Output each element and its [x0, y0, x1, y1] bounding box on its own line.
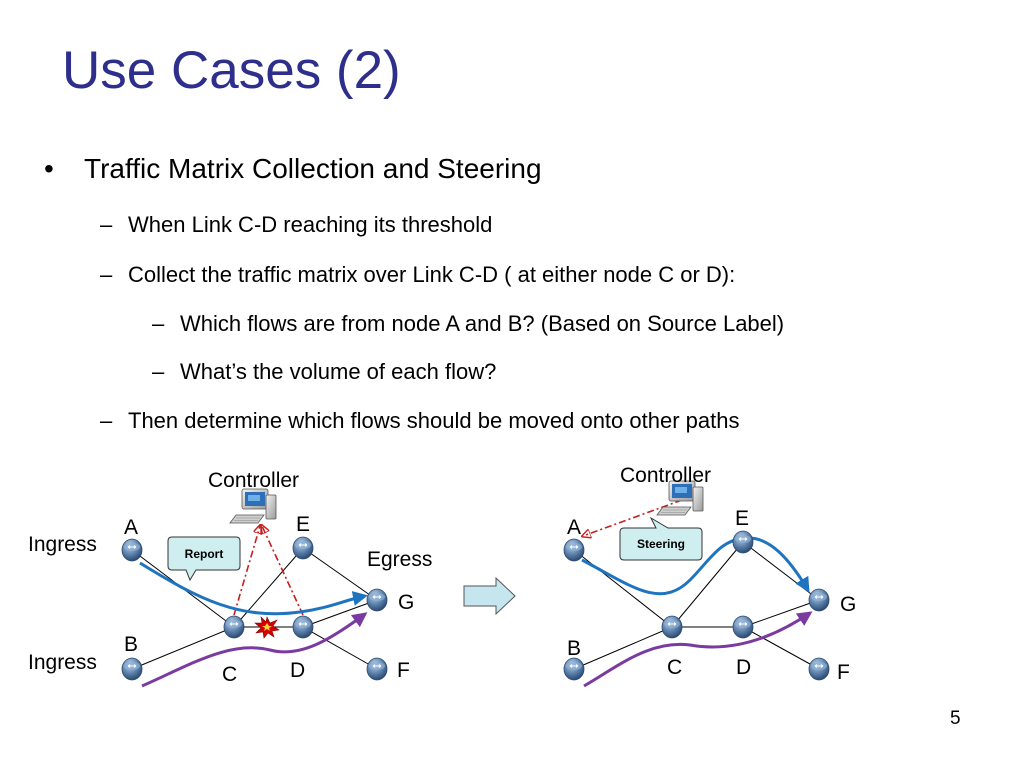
slide-title: Use Cases (2): [62, 41, 401, 100]
left-egress-label: Egress: [367, 548, 432, 571]
bullet-sub1: –When Link C-D reaching its threshold: [100, 212, 492, 238]
router-icon: [732, 530, 754, 554]
router-icon: [563, 538, 585, 562]
bullet-sub2-text: Collect the traffic matrix over Link C-D…: [128, 262, 736, 287]
bullet-sub2a-text: Which flows are from node A and B? (Base…: [180, 311, 785, 336]
right-node-f-label: F: [837, 661, 850, 684]
left-node-g-label: G: [398, 591, 414, 614]
report-label: Report: [185, 547, 224, 561]
report-callout: Report: [167, 536, 241, 582]
left-node-d-label: D: [290, 659, 305, 682]
right-node-d-label: D: [736, 656, 751, 679]
dash-mark: –: [100, 212, 113, 237]
dash-mark: –: [100, 262, 113, 287]
router-icon: [661, 615, 683, 639]
left-node-c-label: C: [222, 663, 237, 686]
router-icon: [292, 615, 314, 639]
left-report-path-d: [262, 526, 304, 616]
arrow-right-icon: [463, 576, 516, 616]
bullet-sub2: –Collect the traffic matrix over Link C-…: [100, 262, 735, 288]
explosion-icon: [254, 616, 280, 639]
left-flow-purple: [141, 612, 368, 688]
bullet-sub2a: –Which flows are from node A and B? (Bas…: [152, 311, 784, 337]
router-icon: [732, 615, 754, 639]
bullet-sub1-text: When Link C-D reaching its threshold: [128, 212, 493, 237]
right-flow-blue: [581, 536, 810, 596]
steering-label: Steering: [637, 537, 685, 551]
left-ingress-b-label: Ingress: [28, 651, 97, 674]
router-icon: [563, 657, 585, 681]
router-icon: [366, 588, 388, 612]
right-node-a-label: A: [567, 516, 581, 539]
right-steering-path: [583, 499, 683, 536]
right-node-e-label: E: [735, 507, 749, 530]
bullet-main-text: Traffic Matrix Collection and Steering: [84, 153, 542, 184]
left-flow-blue: [139, 561, 368, 616]
left-node-b-label: B: [124, 633, 138, 656]
left-node-a-label: A: [124, 516, 138, 539]
right-node-g-label: G: [840, 593, 856, 616]
left-report-path-c: [233, 526, 260, 616]
router-icon: [121, 657, 143, 681]
left-diagram: Report Controller Ingress Ingress Egress…: [28, 469, 432, 688]
router-icon: [808, 588, 830, 612]
left-controller-label: Controller: [208, 469, 299, 492]
dash-mark: –: [100, 408, 113, 433]
router-icon: [292, 536, 314, 560]
bullet-sub2b: –What’s the volume of each flow?: [152, 359, 496, 385]
right-links: [573, 541, 820, 670]
page-number: 5: [950, 708, 961, 729]
bullet-sub2b-text: What’s the volume of each flow?: [180, 359, 497, 384]
bullet-mark: •: [44, 153, 54, 184]
computer-icon: [229, 488, 277, 524]
left-node-e-label: E: [296, 513, 310, 536]
right-controller-label: Controller: [620, 464, 711, 487]
dash-mark: –: [152, 311, 165, 336]
right-diagram: Steering Controller A B C D E F G: [563, 464, 856, 688]
steering-callout: Steering: [619, 516, 703, 561]
right-node-c-label: C: [667, 656, 682, 679]
right-flow-purple: [583, 611, 813, 688]
router-icon: [223, 615, 245, 639]
router-icon: [121, 538, 143, 562]
dash-mark: –: [152, 359, 165, 384]
bullet-sub3: –Then determine which flows should be mo…: [100, 408, 739, 434]
bullet-sub3-text: Then determine which flows should be mov…: [128, 408, 740, 433]
bullet-main: • Traffic Matrix Collection and Steering: [44, 153, 542, 185]
router-icon: [366, 657, 388, 681]
right-node-b-label: B: [567, 637, 581, 660]
router-icon: [808, 657, 830, 681]
left-ingress-a-label: Ingress: [28, 533, 97, 556]
left-node-f-label: F: [397, 659, 410, 682]
